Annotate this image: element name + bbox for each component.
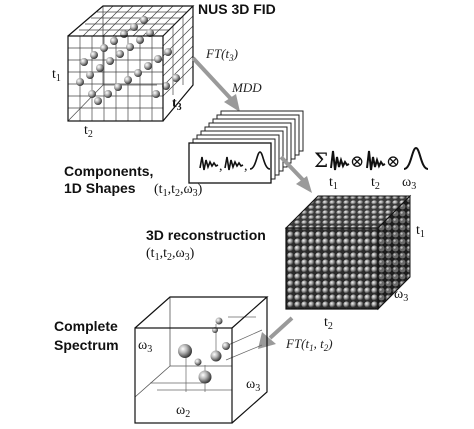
peak: [210, 350, 222, 362]
sum-t1-shape-icon: [330, 150, 350, 171]
components-label: Components,: [64, 163, 153, 179]
cube3-axis-w2: ω2: [176, 403, 190, 420]
otimes-2: ⊗: [386, 152, 400, 172]
t1-shape-icon: [199, 156, 219, 171]
sum-sign: Σ: [314, 148, 328, 172]
sum-t1-label: t1: [329, 175, 338, 192]
cube3-axis-w3-right: ω3: [246, 377, 260, 394]
cube2-axis-t1: t1: [416, 223, 425, 240]
ft-t1t2-label: FT(t1, t2): [285, 336, 333, 353]
components-args: (t1,t2,ω3): [154, 182, 203, 199]
nus-fid-title: NUS 3D FID: [198, 1, 276, 17]
shape-separator-1: ,: [219, 159, 223, 174]
cube1-axis-t2: t2: [84, 123, 93, 140]
cube2-axis-w3: ω3: [394, 287, 408, 304]
ft-t3-label: FT(t3): [205, 46, 238, 63]
sum-t2-shape-icon: [366, 150, 386, 171]
complete-label: Complete: [54, 318, 118, 334]
spectrum-cube: [134, 296, 269, 424]
peak: [194, 358, 202, 366]
peak: [178, 344, 192, 358]
cube1-axis-t1: t1: [52, 67, 61, 84]
t2-shape-icon: [224, 156, 244, 171]
peak: [222, 342, 230, 350]
spectrum-label: Spectrum: [54, 337, 119, 353]
shapes-label: 1D Shapes: [64, 180, 136, 196]
ft-t3-arrow: [191, 56, 240, 112]
w3-peak-icon: [249, 151, 271, 170]
recon-arrow: [279, 155, 312, 193]
nus-fid-cube: [67, 5, 195, 122]
component-stack: , ,: [188, 110, 304, 184]
reconstruction-label: 3D reconstruction: [146, 227, 266, 243]
shape-separator-2: ,: [244, 159, 248, 174]
sum-of-products: Σ ⊗ ⊗: [314, 146, 429, 172]
cube2-axis-t2: t2: [324, 315, 333, 332]
mdd-label: MDD: [231, 80, 262, 95]
peak: [215, 317, 223, 325]
sum-w3-peak-icon: [403, 146, 429, 170]
otimes-1: ⊗: [350, 152, 364, 172]
reconstruction-args: (t1,t2,ω3): [146, 246, 195, 263]
sum-w3-label: ω3: [402, 175, 416, 192]
peak: [198, 370, 212, 384]
sum-t2-label: t2: [371, 175, 380, 192]
cube1-axis-t3: t3: [172, 96, 182, 113]
cube3-axis-w3-left: ω3: [138, 338, 152, 355]
reconstruction-cube: [284, 194, 412, 311]
